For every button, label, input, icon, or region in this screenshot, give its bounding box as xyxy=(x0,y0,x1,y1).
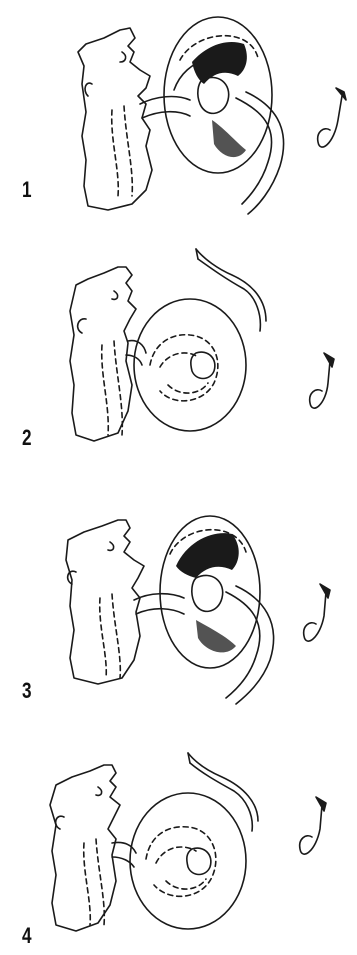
closed-illustration-4 xyxy=(0,725,357,955)
figure-panel-4: 4 xyxy=(0,725,357,955)
panel-label-3: 3 xyxy=(22,678,32,704)
panel-label-1: 1 xyxy=(22,177,32,203)
panel-label-4: 4 xyxy=(22,923,32,949)
panel-label-2: 2 xyxy=(22,425,32,451)
cutaway-illustration-1 xyxy=(0,0,357,235)
figure-panel-3: 3 xyxy=(0,480,357,725)
figure-panel-1: 1 xyxy=(0,0,357,235)
figure-panel-2: 2 xyxy=(0,235,357,480)
cutaway-illustration-3 xyxy=(0,480,357,725)
closed-illustration-2 xyxy=(0,235,357,480)
